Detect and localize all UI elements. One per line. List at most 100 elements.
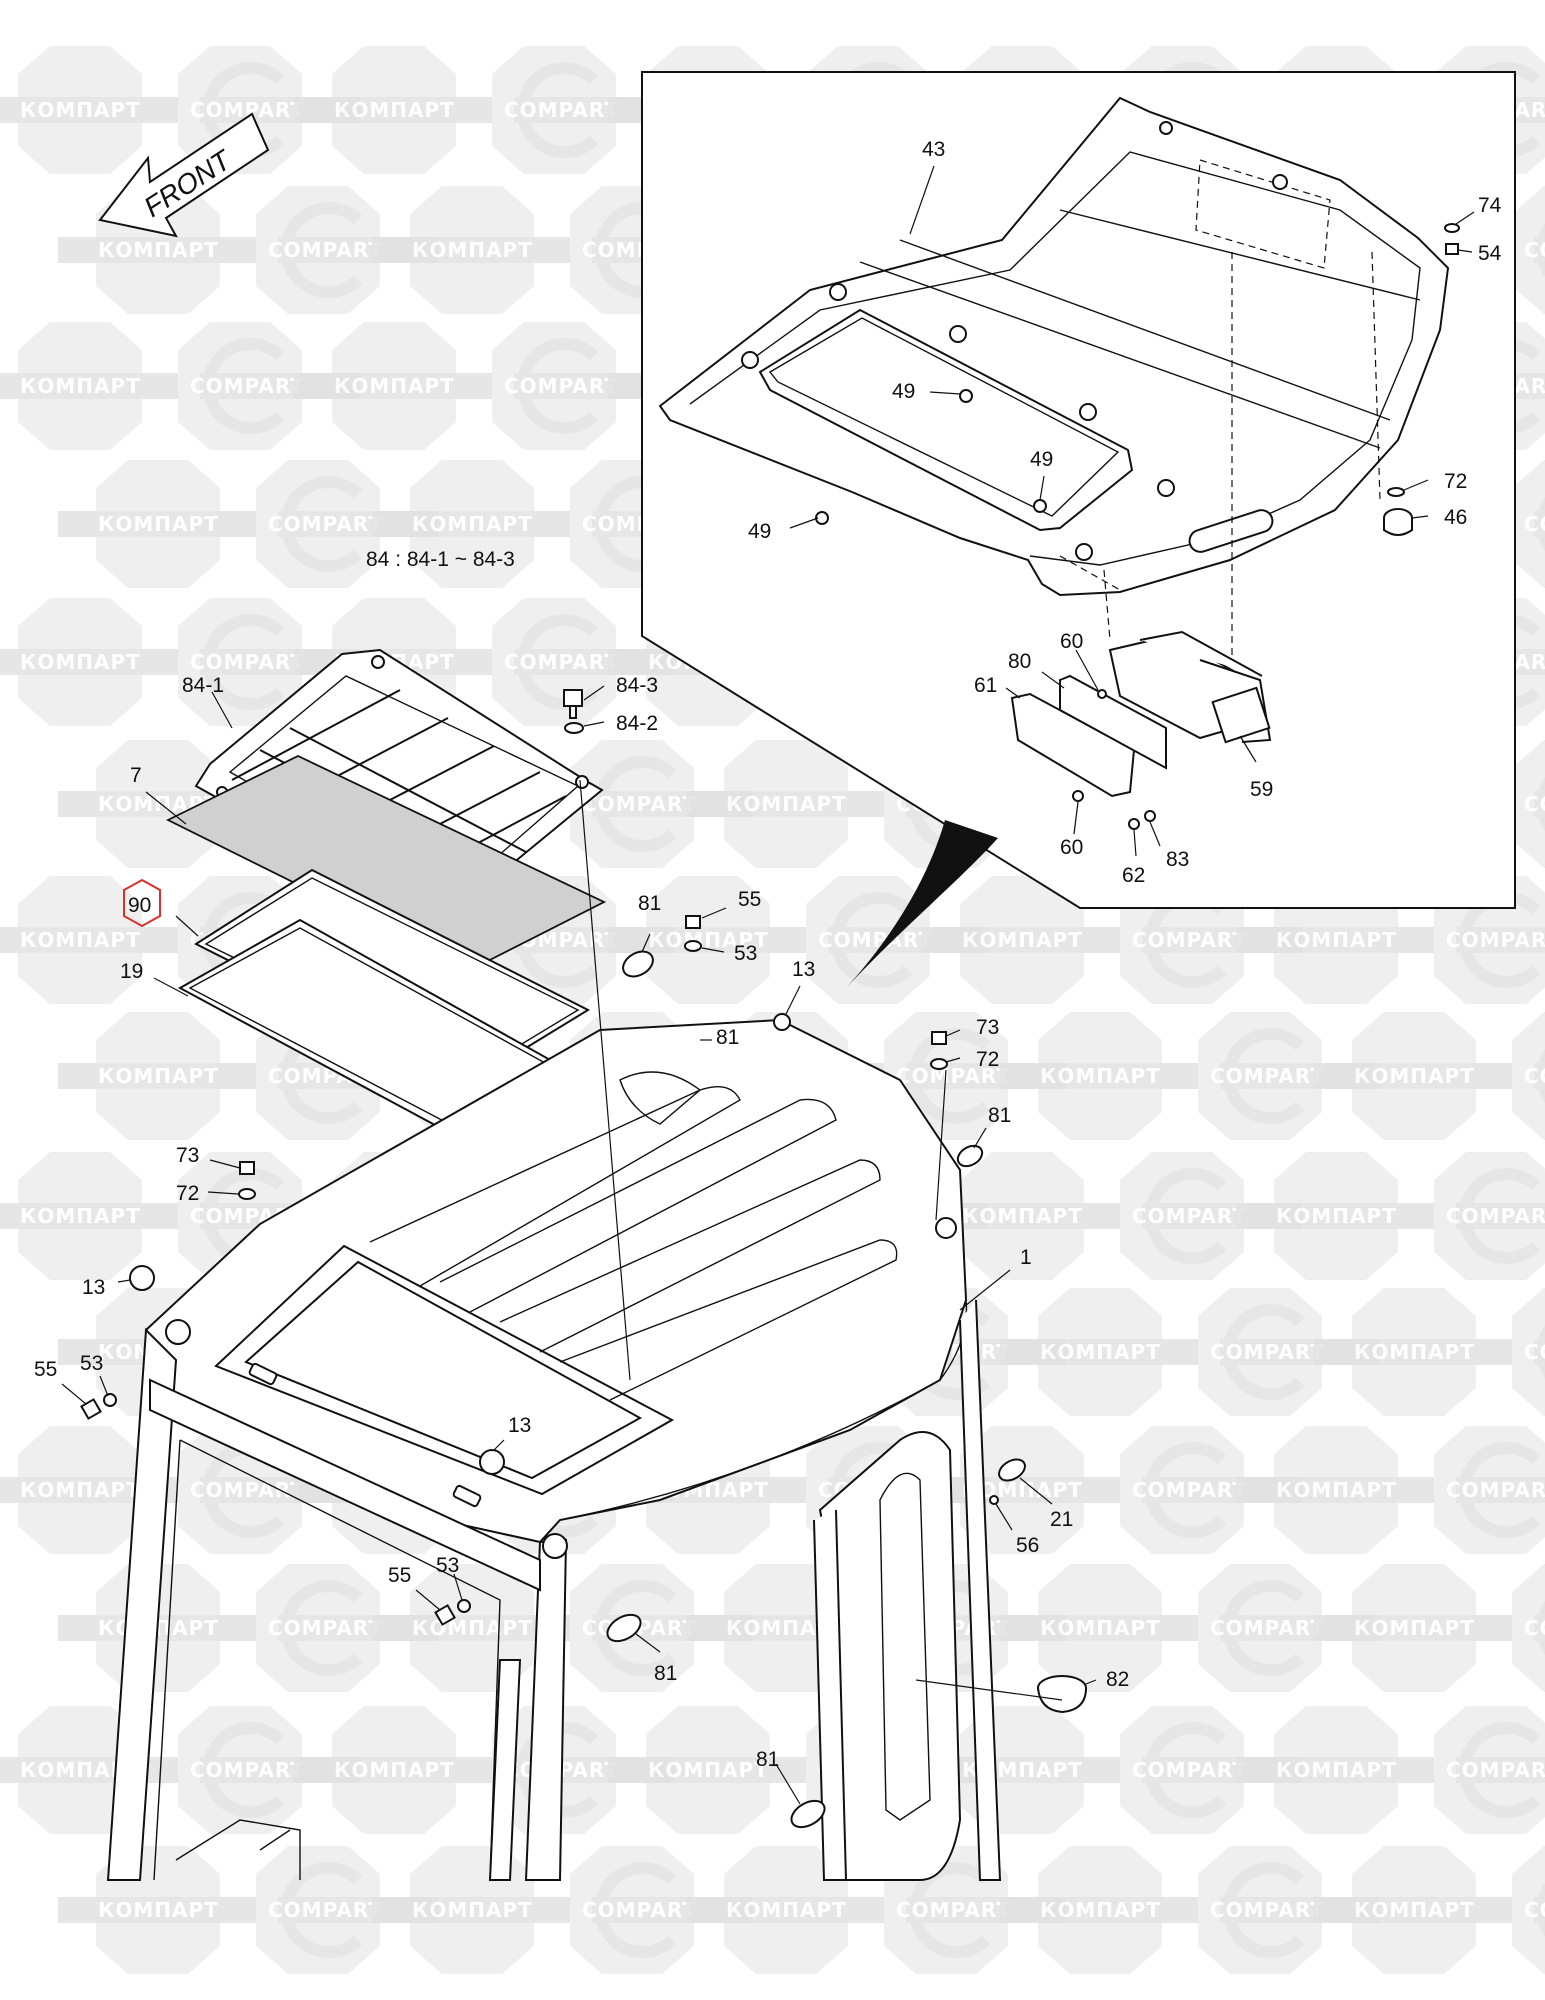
svg-text:COMPART: COMPART xyxy=(504,374,619,398)
detail-pointer-arrow xyxy=(846,820,998,988)
callout-c80: 80 xyxy=(1008,650,1031,673)
callout-c49b: 49 xyxy=(1030,448,1053,471)
svg-text:КОМПАРТ: КОМПАРТ xyxy=(412,1616,533,1640)
callout-c13b: 13 xyxy=(82,1276,105,1299)
callout-c73b: 73 xyxy=(176,1144,199,1167)
svg-text:КОМПАРТ: КОМПАРТ xyxy=(412,238,533,262)
svg-text:КОМПАРТ: КОМПАРТ xyxy=(20,1478,141,1502)
svg-text:КОМПАРТ: КОМПАРТ xyxy=(1276,1204,1397,1228)
callout-c81d: 81 xyxy=(654,1662,677,1685)
svg-text:КОМПАРТ: КОМПАРТ xyxy=(20,98,141,122)
svg-text:COMPART: COMPART xyxy=(1446,1478,1545,1502)
callout-c55a: 55 xyxy=(738,888,761,911)
svg-text:COMPART: COMPART xyxy=(190,374,305,398)
svg-text:КОМПАРТ: КОМПАРТ xyxy=(1276,928,1397,952)
svg-text:COMPART: COMPART xyxy=(582,792,697,816)
svg-text:COMPART: COMPART xyxy=(896,1898,1011,1922)
svg-text:КОМПАРТ: КОМПАРТ xyxy=(98,1064,219,1088)
svg-text:COMPART: COMPART xyxy=(1132,1758,1247,1782)
svg-text:COMPART: COMPART xyxy=(1524,1898,1545,1922)
callout-c81b: 81 xyxy=(716,1026,739,1049)
svg-text:КОМПАРТ: КОМПАРТ xyxy=(1354,1898,1475,1922)
roof-panel-43 xyxy=(658,96,1450,660)
watermark-tile: КОМПАРТ COMPART xyxy=(0,322,360,450)
svg-text:COMPART: COMPART xyxy=(1132,1204,1247,1228)
svg-text:COMPART: COMPART xyxy=(268,238,383,262)
svg-text:COMPART: COMPART xyxy=(268,512,383,536)
watermark-tile: КОМПАРТ COMPART xyxy=(1314,1846,1545,1974)
callout-c59: 59 xyxy=(1250,778,1273,801)
watermark-tile: КОМПАРТ COMPART xyxy=(686,1846,1066,1974)
svg-text:КОМПАРТ: КОМПАРТ xyxy=(20,374,141,398)
svg-text:КОМПАРТ: КОМПАРТ xyxy=(20,928,141,952)
svg-text:COMPART: COMPART xyxy=(1524,238,1545,262)
svg-text:COMPART: COMPART xyxy=(1132,928,1247,952)
svg-text:КОМПАРТ: КОМПАРТ xyxy=(98,512,219,536)
callout-c49a: 49 xyxy=(892,380,915,403)
svg-text:КОМПАРТ: КОМПАРТ xyxy=(726,1898,847,1922)
svg-text:COMPART: COMPART xyxy=(1446,1204,1545,1228)
svg-text:КОМПАРТ: КОМПАРТ xyxy=(334,374,455,398)
callout-c54: 54 xyxy=(1478,242,1502,265)
watermark-tile: КОМПАРТ COMPART xyxy=(1236,876,1545,1004)
callout-c46: 46 xyxy=(1444,506,1467,529)
svg-text:КОМПАРТ: КОМПАРТ xyxy=(334,98,455,122)
watermark-tile: КОМПАРТ COMPART xyxy=(372,1846,752,1974)
callout-c53c: 53 xyxy=(436,1554,459,1577)
svg-text:COMPART: COMPART xyxy=(896,1064,1011,1088)
callout-c55c: 55 xyxy=(388,1564,411,1587)
callout-c83: 83 xyxy=(1166,848,1189,871)
svg-text:COMPART: COMPART xyxy=(1210,1340,1325,1364)
callout-c13c: 13 xyxy=(508,1414,531,1437)
callout-c84-2: 84-2 xyxy=(616,712,658,735)
callout-c13a: 13 xyxy=(792,958,815,981)
callout-c72a: 72 xyxy=(1444,470,1467,493)
svg-text:COMPART: COMPART xyxy=(1524,792,1545,816)
svg-text:КОМПАРТ: КОМПАРТ xyxy=(20,650,141,674)
svg-text:COMPART: COMPART xyxy=(582,1898,697,1922)
callout-c55b: 55 xyxy=(34,1358,57,1381)
callout-c90: 90 xyxy=(128,894,151,917)
callout-c72b: 72 xyxy=(976,1048,999,1071)
svg-text:COMPART: COMPART xyxy=(1210,1064,1325,1088)
callout-c60a: 60 xyxy=(1060,630,1083,653)
svg-text:КОМПАРТ: КОМПАРТ xyxy=(412,1898,533,1922)
svg-text:COMPART: COMPART xyxy=(1446,1758,1545,1782)
svg-text:COMPART: COMPART xyxy=(1524,1616,1545,1640)
callout-c43: 43 xyxy=(922,138,945,161)
callout-c84-1: 84-1 xyxy=(182,674,224,697)
svg-text:COMPART: COMPART xyxy=(1446,928,1545,952)
svg-text:КОМПАРТ: КОМПАРТ xyxy=(98,1898,219,1922)
svg-text:COMPART: COMPART xyxy=(504,98,619,122)
svg-text:КОМПАРТ: КОМПАРТ xyxy=(648,1758,769,1782)
callout-c49c: 49 xyxy=(748,520,771,543)
lamp-bracket-assembly xyxy=(1010,630,1272,830)
svg-text:COMPART: COMPART xyxy=(1524,1064,1545,1088)
callout-c81e: 81 xyxy=(756,1748,779,1771)
callout-c56: 56 xyxy=(1016,1534,1039,1557)
callout-c1: 1 xyxy=(1020,1246,1032,1269)
svg-text:КОМПАРТ: КОМПАРТ xyxy=(1040,1340,1161,1364)
callout-c72c: 72 xyxy=(176,1182,199,1205)
svg-text:КОМПАРТ: КОМПАРТ xyxy=(20,1204,141,1228)
callout-c60b: 60 xyxy=(1060,836,1083,859)
callout-c62: 62 xyxy=(1122,864,1145,887)
svg-text:КОМПАРТ: КОМПАРТ xyxy=(1276,1478,1397,1502)
svg-text:КОМПАРТ: КОМПАРТ xyxy=(1354,1616,1475,1640)
callout-c61: 61 xyxy=(974,674,997,697)
cab-body-1 xyxy=(106,1018,1002,1881)
svg-text:COMPART: COMPART xyxy=(190,1758,305,1782)
